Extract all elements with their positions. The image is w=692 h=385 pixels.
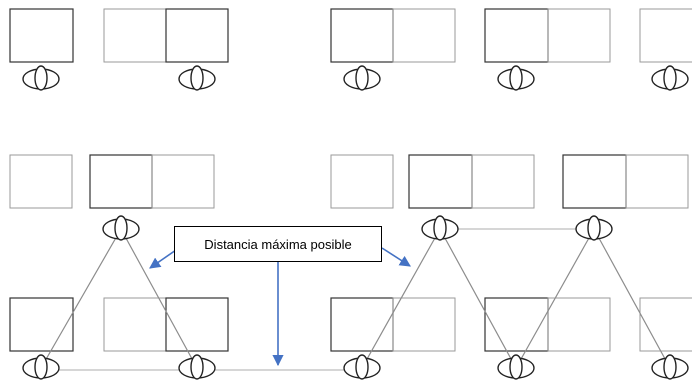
callout-label: Distancia máxima posible (204, 236, 352, 252)
box (484, 8, 549, 63)
box (103, 297, 167, 352)
box (547, 297, 611, 352)
box (330, 154, 394, 209)
box (89, 154, 153, 209)
callout-arrows (149, 247, 411, 367)
eye-symbol-icon (497, 354, 535, 380)
connection-lines (40, 228, 671, 371)
box (562, 154, 627, 209)
row-2-boxes (9, 154, 689, 209)
eye-symbol-icon (651, 354, 689, 380)
box (639, 8, 692, 63)
box (408, 154, 473, 209)
eye-symbol-icon (22, 65, 60, 91)
box (151, 154, 215, 209)
eye-symbol-icon (497, 65, 535, 91)
eye-symbol-icon (22, 354, 60, 380)
box (484, 297, 549, 352)
eye-symbol-icon (575, 215, 613, 241)
box (9, 8, 74, 63)
eye-symbol-icon (178, 65, 216, 91)
box (165, 8, 229, 63)
box (392, 8, 456, 63)
arrow-icon (149, 249, 177, 269)
max-distance-callout: Distancia máxima posible (174, 226, 382, 262)
row-1-boxes (9, 8, 692, 63)
eye-symbol-icon (102, 215, 140, 241)
box (9, 297, 74, 352)
box (165, 297, 229, 352)
eye-symbol-icon (343, 65, 381, 91)
eye-symbol-icon (651, 65, 689, 91)
box (9, 154, 73, 209)
box (639, 297, 692, 352)
box (392, 297, 456, 352)
eye-symbol-icon (421, 215, 459, 241)
box (330, 8, 394, 63)
row-3-boxes (9, 297, 692, 352)
box (547, 8, 611, 63)
row-1-eyes (22, 65, 689, 91)
box (625, 154, 689, 209)
arrow-icon (381, 247, 411, 267)
eye-symbol-icon (178, 354, 216, 380)
eye-symbol-icon (343, 354, 381, 380)
box (330, 297, 394, 352)
box (471, 154, 535, 209)
box (103, 8, 167, 63)
